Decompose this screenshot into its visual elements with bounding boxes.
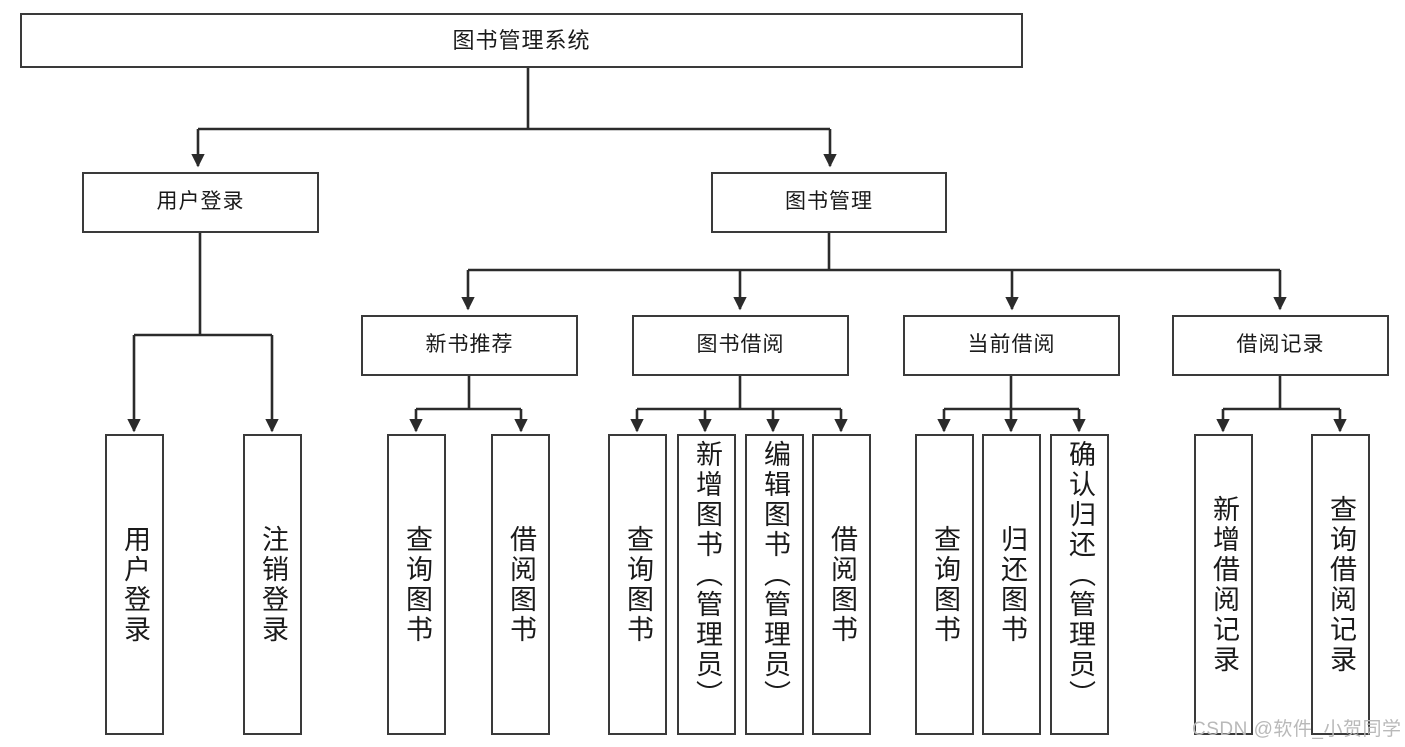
node-leaf-borrow-book-2[interactable]: 借阅图书 (812, 434, 871, 735)
node-leaf-borrow-book-1[interactable]: 借阅图书 (491, 434, 550, 735)
node-leaf-edit-book-label: 编辑图书（管理员） (760, 440, 790, 710)
node-leaf-add-record-label: 新增借阅记录 (1209, 494, 1239, 675)
node-new-book-rec-label: 新书推荐 (425, 333, 514, 357)
node-leaf-user-login[interactable]: 用户登录 (105, 434, 164, 735)
node-leaf-confirm-return-label: 确认归还（管理员） (1065, 440, 1095, 710)
node-leaf-return-book-label: 归还图书 (997, 524, 1027, 645)
csdn-watermark: CSDN @软件_小贺同学 (1192, 719, 1402, 740)
node-leaf-query-record[interactable]: 查询借阅记录 (1311, 434, 1370, 735)
node-leaf-confirm-return[interactable]: 确认归还（管理员） (1050, 434, 1109, 735)
node-leaf-logout-login[interactable]: 注销登录 (243, 434, 302, 735)
node-leaf-add-book-label: 新增图书（管理员） (692, 440, 722, 710)
node-leaf-user-login-label: 用户登录 (120, 524, 150, 645)
node-leaf-add-book[interactable]: 新增图书（管理员） (677, 434, 736, 735)
node-leaf-query-record-label: 查询借阅记录 (1326, 494, 1356, 675)
node-current-borrow-label: 当前借阅 (967, 333, 1056, 357)
node-borrow-record[interactable]: 借阅记录 (1172, 315, 1389, 376)
node-leaf-add-record[interactable]: 新增借阅记录 (1194, 434, 1253, 735)
node-new-book-rec[interactable]: 新书推荐 (361, 315, 578, 376)
node-user-login-label: 用户登录 (156, 190, 245, 214)
node-user-login[interactable]: 用户登录 (82, 172, 319, 233)
node-book-manage[interactable]: 图书管理 (711, 172, 947, 233)
node-book-borrow-label: 图书借阅 (696, 333, 785, 357)
node-leaf-borrow-book-1-label: 借阅图书 (506, 524, 536, 645)
node-leaf-return-book[interactable]: 归还图书 (982, 434, 1041, 735)
node-leaf-query-book-2-label: 查询图书 (623, 524, 653, 645)
node-borrow-record-label: 借阅记录 (1236, 333, 1325, 357)
node-book-borrow[interactable]: 图书借阅 (632, 315, 849, 376)
node-leaf-query-book-3-label: 查询图书 (930, 524, 960, 645)
node-leaf-borrow-book-2-label: 借阅图书 (827, 524, 857, 645)
node-leaf-logout-login-label: 注销登录 (258, 524, 288, 645)
node-leaf-query-book-3[interactable]: 查询图书 (915, 434, 974, 735)
node-root[interactable]: 图书管理系统 (20, 13, 1023, 68)
node-root-label: 图书管理系统 (452, 27, 591, 53)
node-leaf-query-book-1-label: 查询图书 (402, 524, 432, 645)
node-book-manage-label: 图书管理 (785, 190, 873, 214)
node-leaf-edit-book[interactable]: 编辑图书（管理员） (745, 434, 804, 735)
node-leaf-query-book-1[interactable]: 查询图书 (387, 434, 446, 735)
node-leaf-query-book-2[interactable]: 查询图书 (608, 434, 667, 735)
node-current-borrow[interactable]: 当前借阅 (903, 315, 1120, 376)
